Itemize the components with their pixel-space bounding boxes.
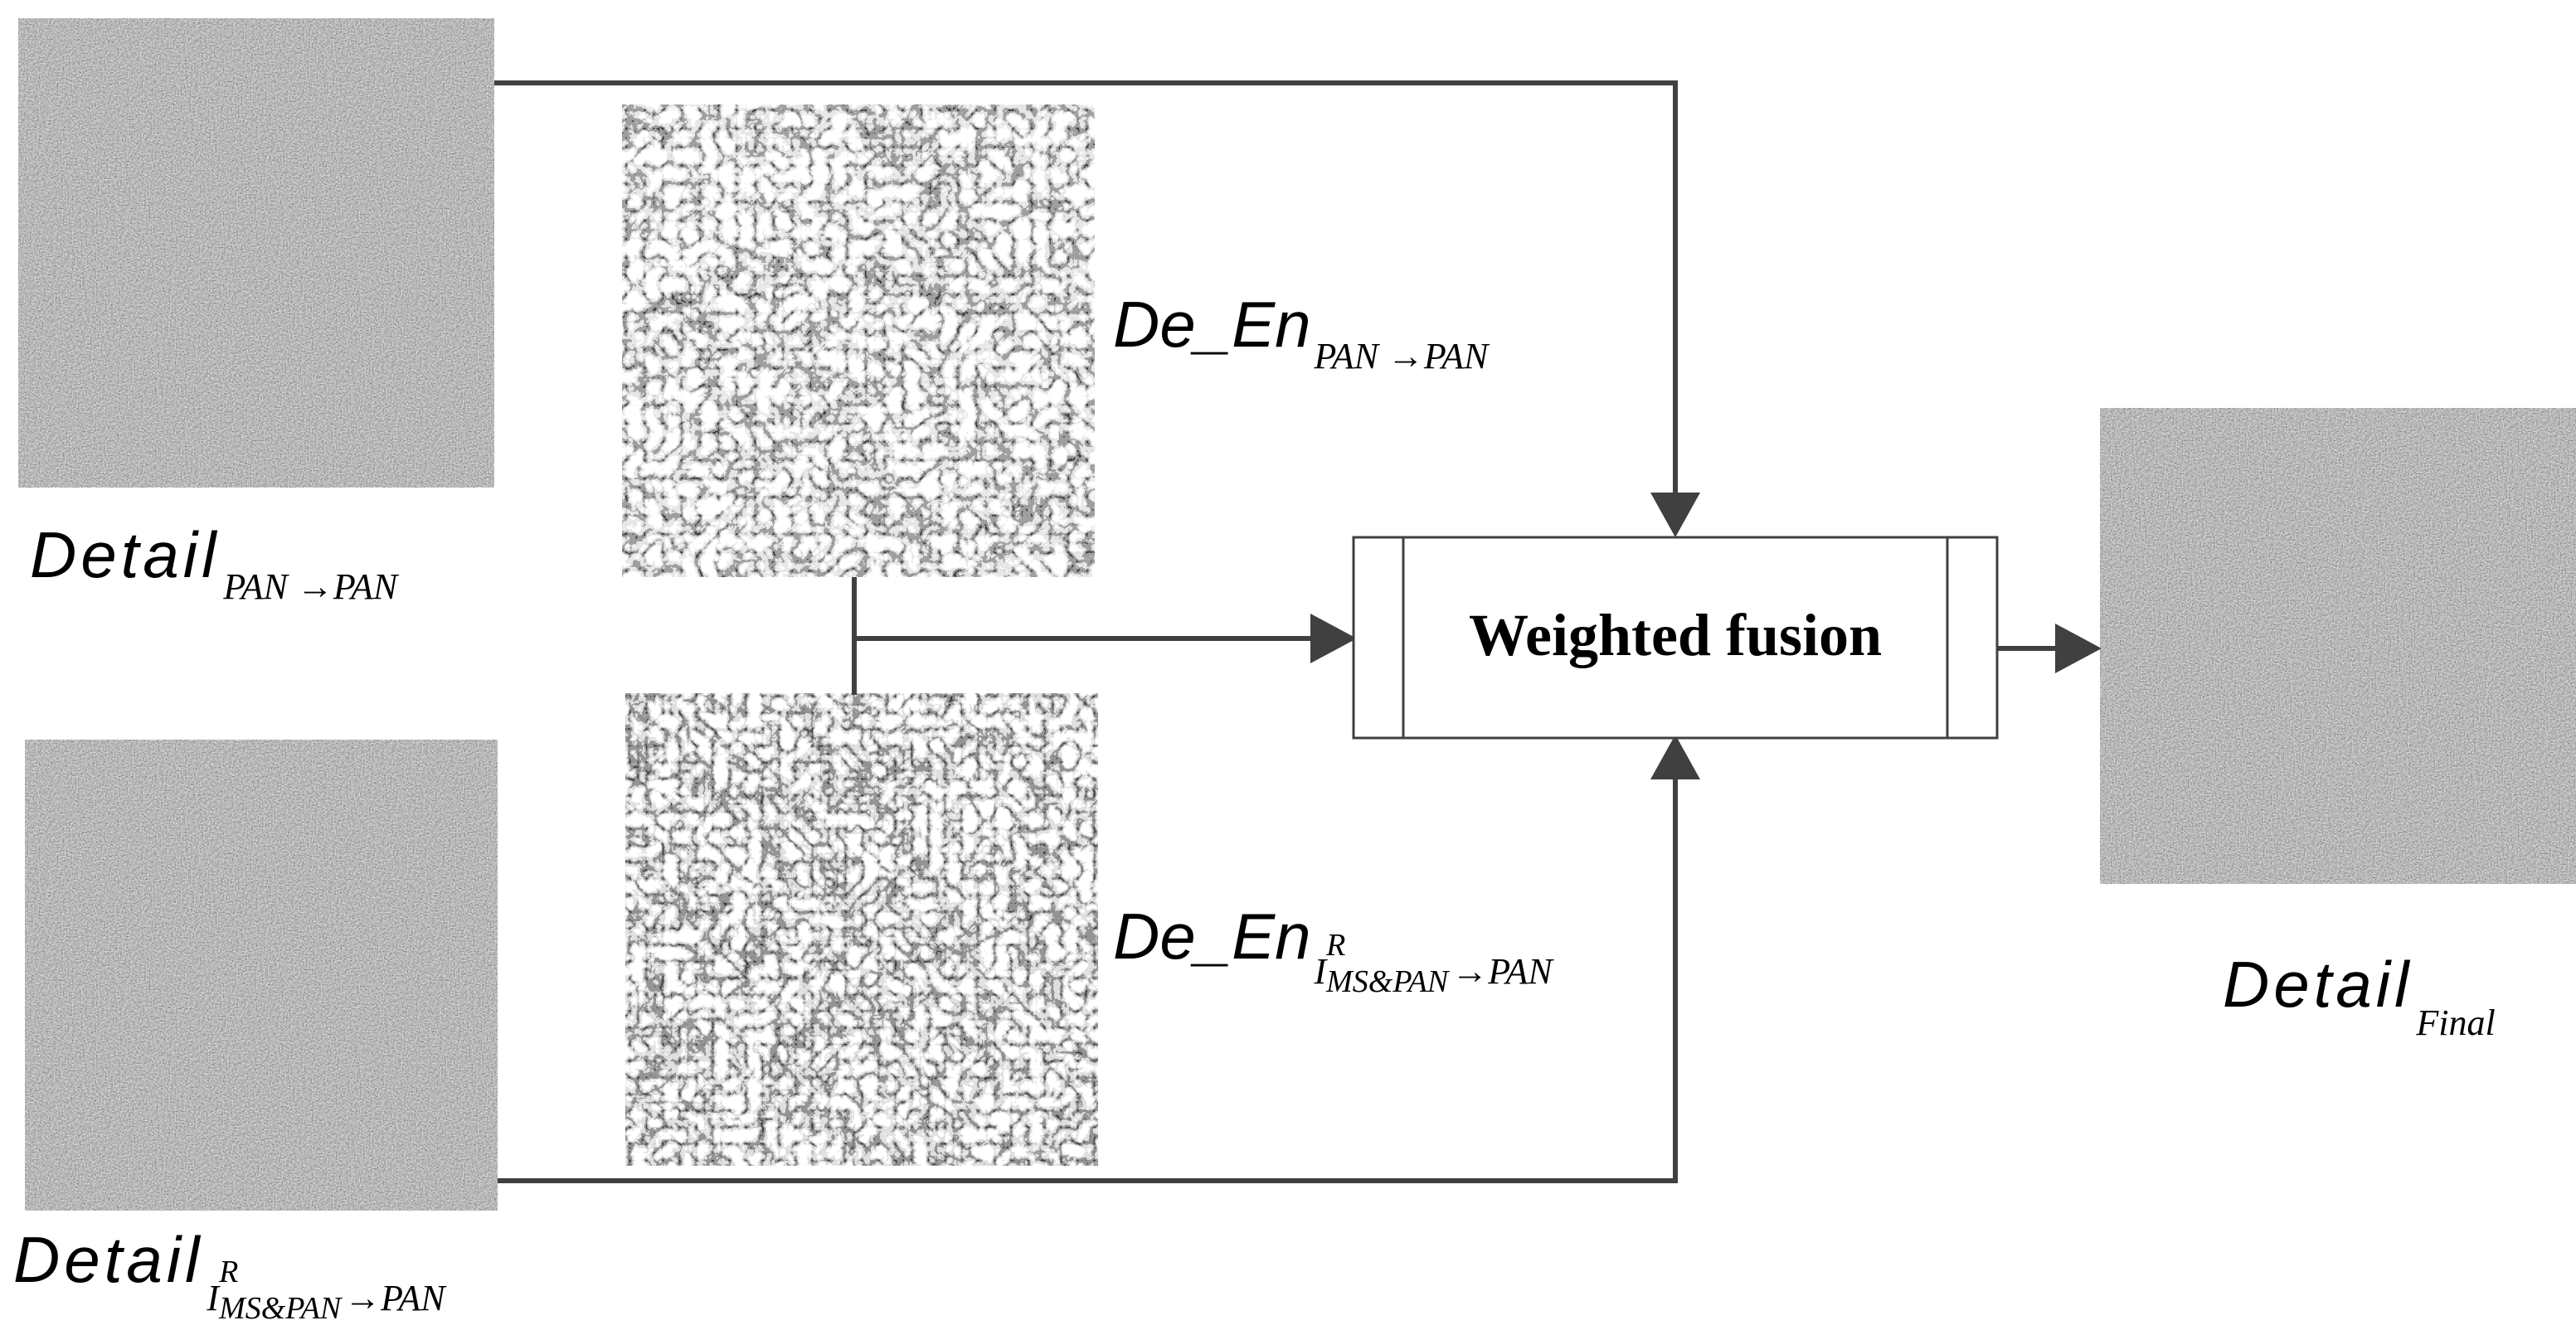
detail-pan-subscript: PAN →PAN: [223, 566, 398, 607]
de-en-ms-main: De_En: [1113, 900, 1311, 973]
de-en-ms-sub-tail: →PAN: [1451, 951, 1553, 992]
de-en-ms-sup-r: R: [1326, 928, 1346, 963]
detail-pan-main: Detail: [30, 518, 221, 591]
arrowhead-bottom: [1650, 735, 1700, 779]
detail-ms-sub-tail: →PAN: [344, 1278, 445, 1318]
detail-ms-sub-i: I: [207, 1278, 220, 1318]
arrowhead-top: [1650, 493, 1700, 537]
detail-final-image: [2100, 408, 2576, 884]
de-en-pan-subscript: PAN →PAN: [1314, 336, 1489, 376]
detail-final-subscript: Final: [2416, 1002, 2496, 1043]
de-en-pan-main: De_En: [1113, 288, 1311, 361]
de-en-ms-sub-i: I: [1314, 951, 1327, 992]
connector-detail-pan: [494, 80, 1678, 524]
detail-ms-main: Detail: [13, 1223, 204, 1296]
detail-final-main: Detail: [2223, 948, 2413, 1021]
connectors: [494, 80, 2073, 1183]
de-en-ms-image: [625, 693, 1098, 1166]
de-en-ms-sub-ms: MS&PAN: [1326, 964, 1449, 999]
detail-ms-sup-r: R: [219, 1255, 239, 1289]
connector-detail-ms: [498, 750, 1678, 1183]
detail-ms-image: [25, 740, 498, 1211]
weighted-fusion-label: Weighted fusion: [1468, 602, 1883, 668]
detail-pan-label: Detail PAN →PAN: [30, 522, 397, 605]
detail-ms-sub-ms: MS&PAN: [219, 1291, 342, 1326]
arrowheads: [1310, 493, 2102, 779]
detail-pan-image: [18, 18, 494, 488]
arrowhead-output: [2055, 624, 2102, 673]
weighted-fusion-box: [1352, 536, 1999, 740]
de-en-pan-image: [622, 104, 1095, 577]
detail-final-label: Detail Final: [2223, 952, 2496, 1041]
arrowhead-left: [1310, 614, 1357, 663]
de-en-pan-label: De_En PAN →PAN: [1113, 292, 1488, 375]
